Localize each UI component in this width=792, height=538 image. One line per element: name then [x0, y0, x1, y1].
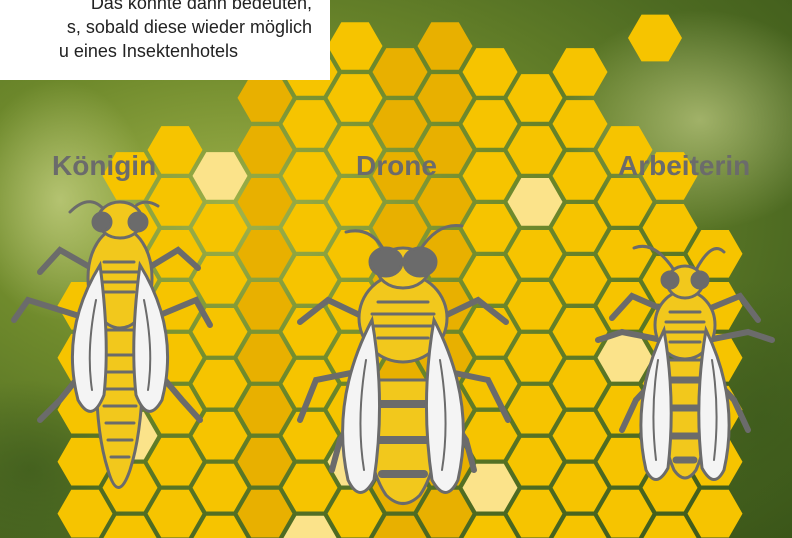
honeycomb-cell	[508, 230, 563, 278]
honeycomb-cell	[238, 438, 293, 486]
honeycomb-cell	[553, 256, 608, 304]
label-worker: Arbeiterin	[618, 150, 750, 181]
honeycomb-cell	[508, 74, 563, 122]
intro-text-box: Das könnte dann bedeuten, s, sobald dies…	[0, 0, 330, 80]
honeycomb-cell	[148, 438, 203, 486]
honeycomb-cell	[328, 178, 383, 226]
honeycomb-cell	[508, 386, 563, 434]
honeycomb-cell	[463, 204, 518, 252]
honeycomb-cell	[238, 490, 293, 538]
honeycomb-cell	[193, 516, 248, 538]
honeycomb-cell	[553, 204, 608, 252]
honeycomb-cell	[283, 152, 338, 200]
label-queen: Königin	[52, 150, 156, 181]
honeycomb-cell	[238, 282, 293, 330]
honeycomb-cell	[148, 490, 203, 538]
intro-text-line-3: u eines Insektenhotels	[0, 40, 330, 62]
honeycomb-cell	[283, 256, 338, 304]
honeycomb-cell	[193, 256, 248, 304]
honeycomb-cell	[238, 126, 293, 174]
honeycomb-cell	[508, 334, 563, 382]
honeycomb-cell	[193, 360, 248, 408]
intro-text-line-2: s, sobald diese wieder möglich	[0, 16, 330, 38]
honeycomb-cell	[283, 516, 338, 538]
honeycomb-cell	[193, 464, 248, 512]
honeycomb-cell	[193, 152, 248, 200]
honeycomb-cell	[328, 490, 383, 538]
honeycomb-cell	[418, 178, 473, 226]
honeycomb-cell	[418, 490, 473, 538]
honeycomb-cell	[508, 126, 563, 174]
honeycomb-cell	[553, 412, 608, 460]
honeycomb-cell	[463, 516, 518, 538]
honeycomb-cell	[598, 334, 653, 382]
honeycomb-cell	[193, 308, 248, 356]
honeycomb-cell	[193, 204, 248, 252]
honeycomb-cell	[238, 178, 293, 226]
honeycomb-cell	[148, 178, 203, 226]
honeycomb-cell	[553, 308, 608, 356]
honeycomb-cell	[283, 204, 338, 252]
honeycomb-cell	[598, 490, 653, 538]
honeycomb-cell	[508, 490, 563, 538]
intro-text-line-1: Das könnte dann bedeuten,	[0, 0, 330, 14]
honeycomb-cell	[328, 22, 383, 70]
honeycomb-cell	[328, 74, 383, 122]
honeycomb-cell	[373, 100, 428, 148]
honeycomb-cell	[418, 22, 473, 70]
honeycomb-cell	[463, 48, 518, 96]
honeycomb-cell	[553, 464, 608, 512]
honeycomb-cell	[598, 230, 653, 278]
honeycomb-cell	[463, 256, 518, 304]
honeycomb-cell	[418, 74, 473, 122]
honeycomb-cell	[463, 100, 518, 148]
honeycomb-cell	[463, 464, 518, 512]
honeycomb-cell	[553, 360, 608, 408]
honeycomb-cell	[373, 516, 428, 538]
honeycomb-cell	[238, 334, 293, 382]
honeycomb-cell	[238, 74, 293, 122]
honeycomb-cell	[373, 48, 428, 96]
honeycomb-cell	[508, 438, 563, 486]
honeycomb-cell	[238, 230, 293, 278]
honeycomb-cell	[463, 308, 518, 356]
label-drone: Drone	[356, 150, 437, 181]
honeycomb-cell	[463, 152, 518, 200]
honeycomb-cell	[508, 282, 563, 330]
honeycomb-cell	[238, 386, 293, 434]
honeycomb-cell	[283, 100, 338, 148]
honeycomb-cell	[283, 412, 338, 460]
honeycomb-cell	[508, 178, 563, 226]
honeycomb-cell	[553, 516, 608, 538]
